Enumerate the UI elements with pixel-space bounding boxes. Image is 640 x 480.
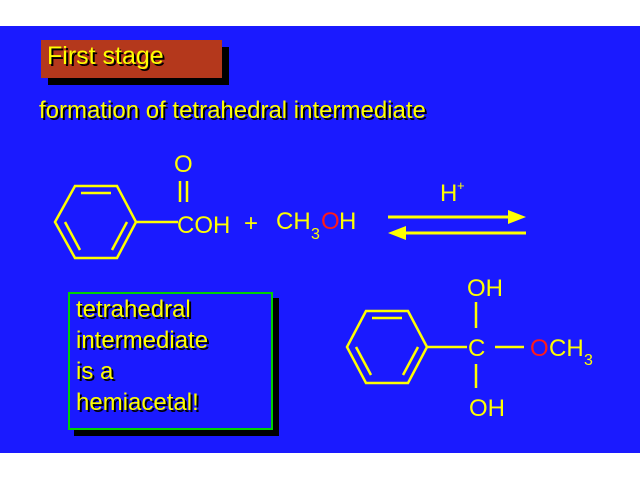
methanol-hydrogen: H	[339, 208, 356, 235]
title-box: First stage	[41, 40, 222, 78]
product-methyl-ch: CH	[549, 335, 584, 362]
product-benzene-ring	[345, 309, 429, 385]
note-line-4: hemiacetal!	[76, 389, 199, 416]
product-methyl-subscript: 3	[584, 352, 593, 369]
equilibrium-arrows	[388, 210, 526, 240]
catalyst-h: H	[440, 180, 457, 207]
catalyst-charge: +	[457, 178, 465, 193]
note-line-1: tetrahedral	[76, 296, 191, 323]
product-top-oh: OH	[467, 275, 503, 302]
reactant-benzene-ring	[53, 184, 138, 260]
carboxyl-group: COH	[177, 212, 230, 239]
slide-subtitle: formation of tetrahedral intermediate	[39, 97, 426, 124]
slide: First stage formation of tetrahedral int…	[0, 26, 640, 453]
product-bottom-oh: OH	[469, 395, 505, 422]
carbonyl-oxygen: O	[174, 151, 193, 178]
note-line-3: is a	[76, 358, 114, 385]
product-central-carbon: C	[468, 335, 485, 362]
methanol-ch: CH	[276, 208, 311, 235]
methanol-oxygen: O	[321, 208, 340, 235]
reaction-diagram: O COH + CH 3 O H H + OH C OH O C	[53, 151, 593, 422]
methanol-subscript: 3	[311, 226, 320, 243]
plus-sign: +	[244, 210, 258, 237]
product-ether-oxygen: O	[530, 335, 549, 362]
slide-title: First stage	[47, 42, 164, 70]
note-line-2: intermediate	[76, 327, 209, 354]
hemiacetal-note: tetrahedral intermediate is a hemiacetal…	[68, 292, 273, 430]
